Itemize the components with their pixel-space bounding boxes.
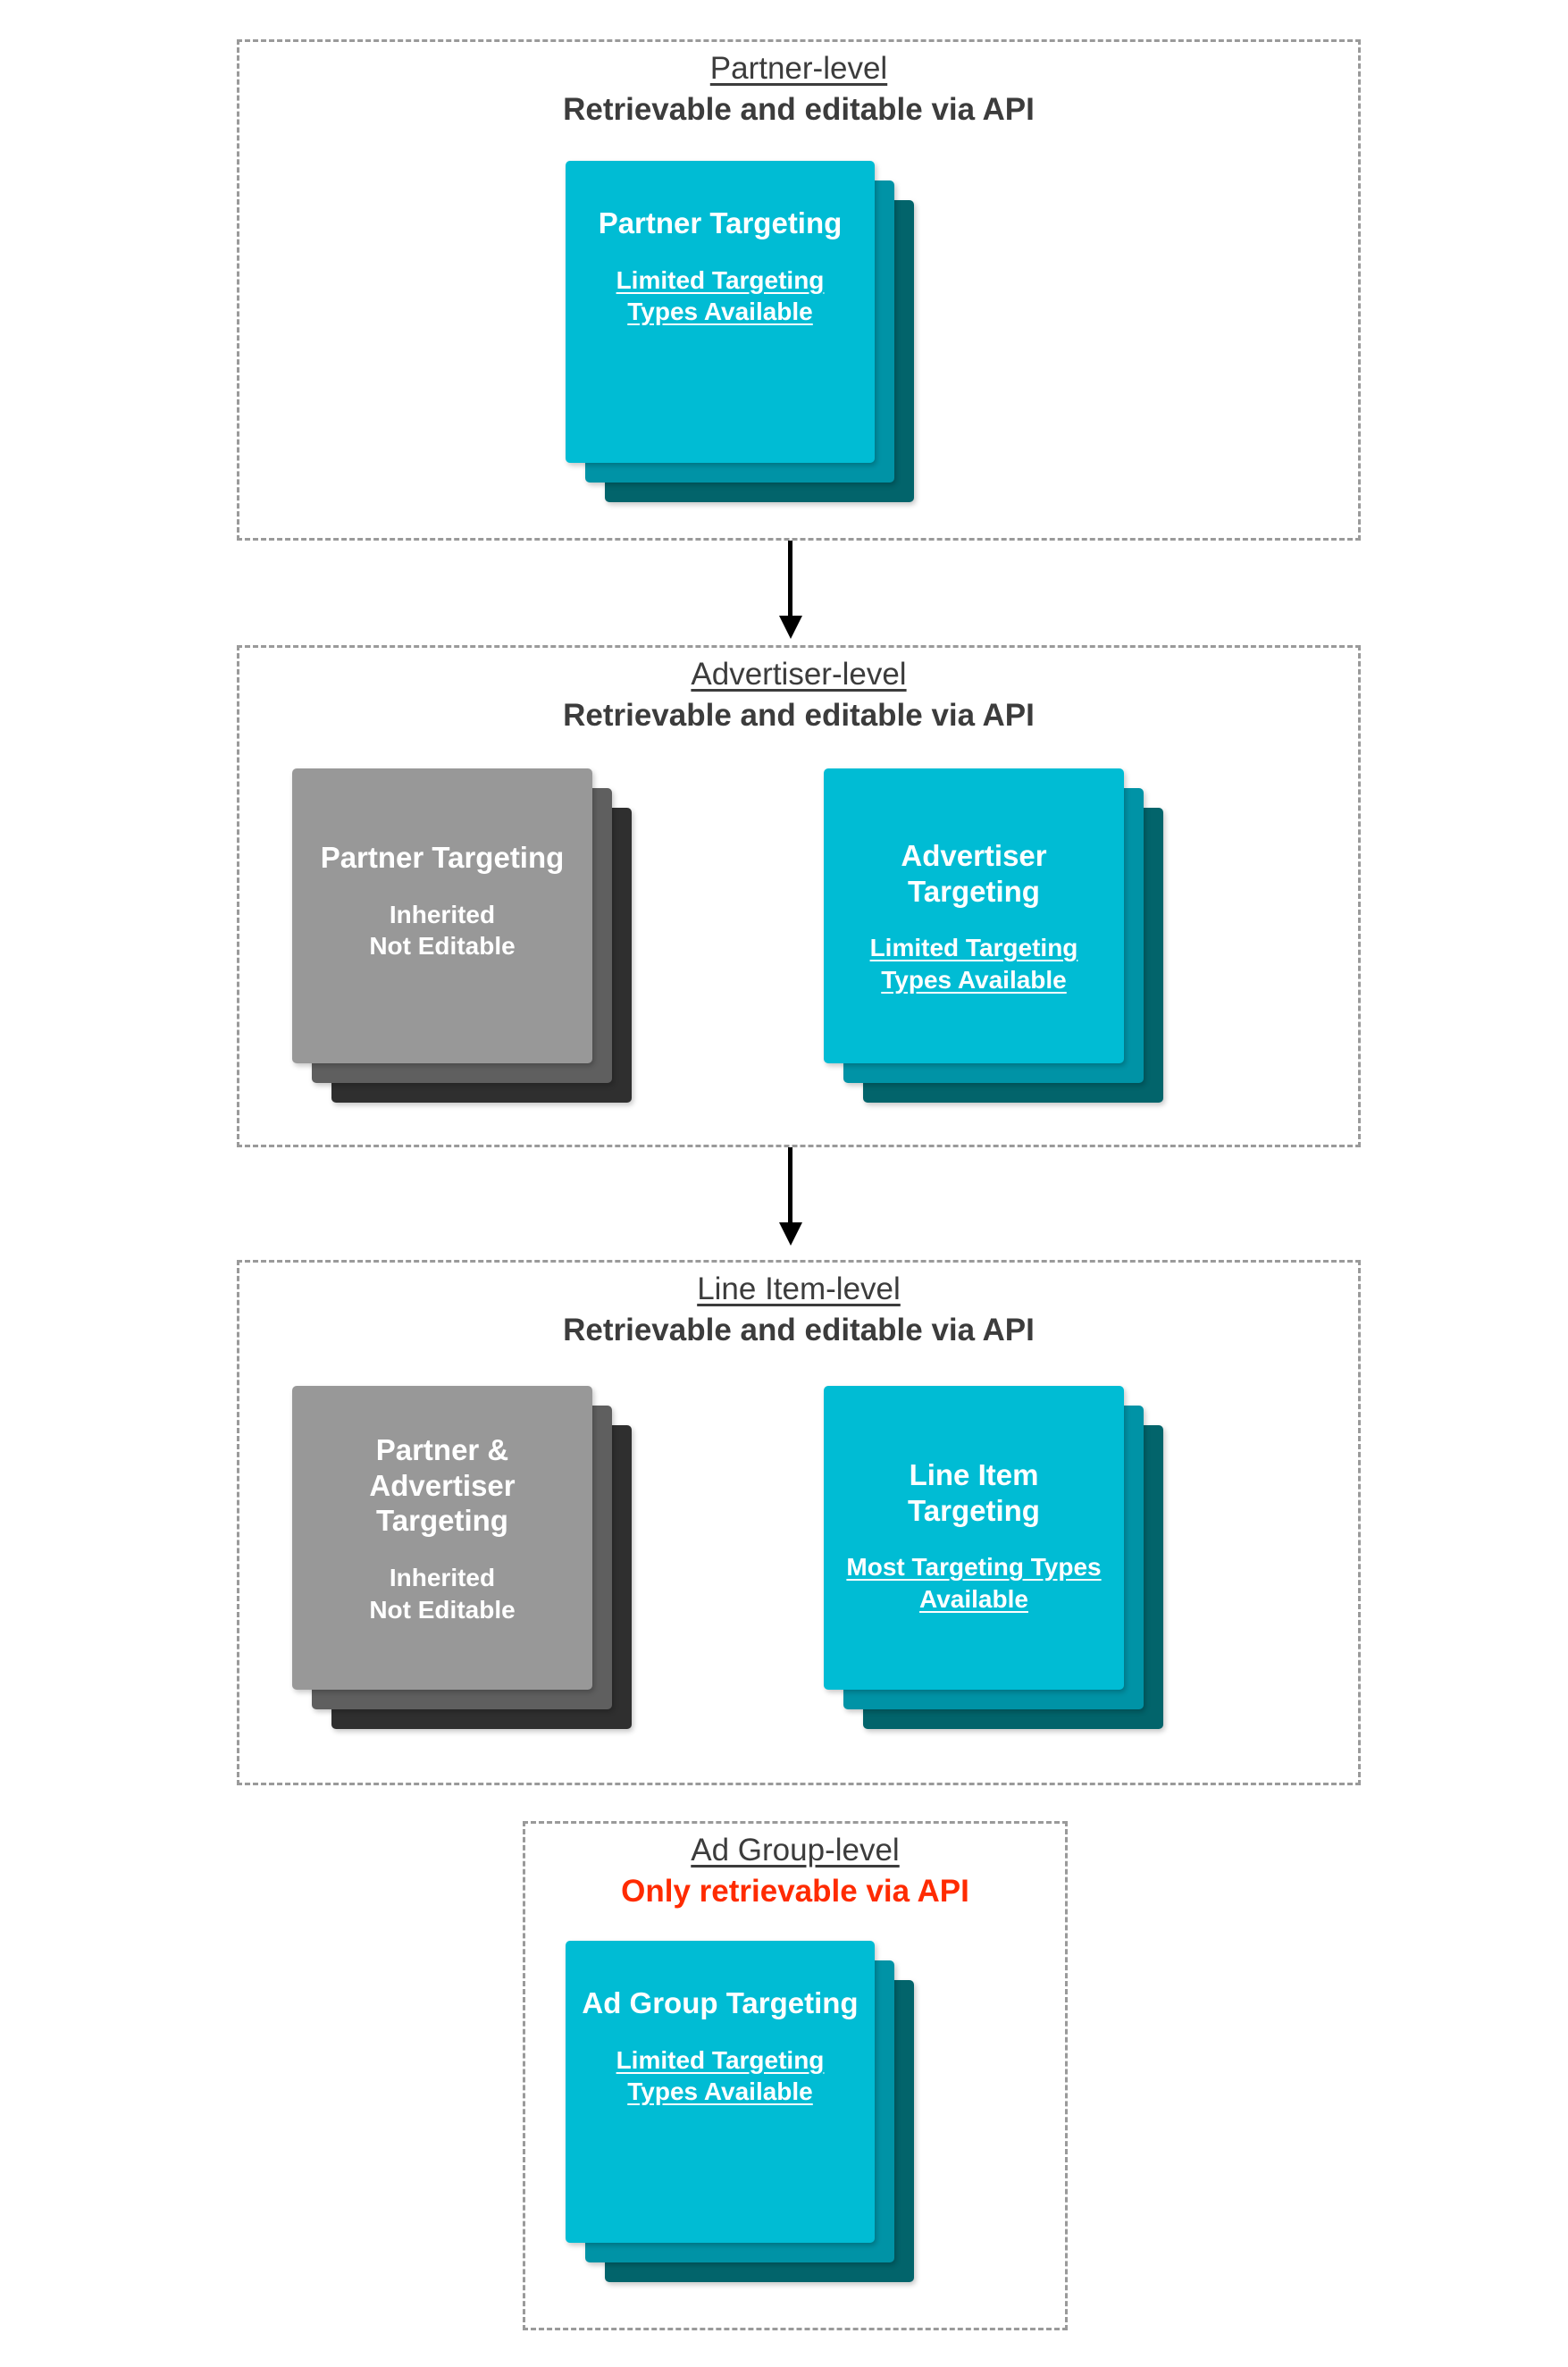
level-container-line-item [237, 1260, 1361, 1785]
arrow-shaft [788, 1147, 792, 1224]
level-container-partner [237, 39, 1361, 541]
level-name-partner: Partner-level [709, 51, 888, 86]
card-partner-targeting-inherited[interactable]: Partner Targeting Inherited Not Editable [292, 768, 592, 1063]
level-api-note-advertiser: Retrievable and editable via API [563, 698, 1035, 734]
level-name-ad-group: Ad Group-level [691, 1833, 900, 1868]
card-title: Line Item Targeting [908, 1458, 1040, 1527]
level-name-advertiser: Advertiser-level [691, 657, 907, 692]
card-subtitle: Inherited Not Editable [369, 900, 516, 961]
arrow-head [779, 616, 802, 639]
level-api-note-ad-group: Only retrievable via API [621, 1874, 969, 1910]
level-header-line-item: Line Item-level Retrievable and editable… [237, 1271, 1361, 1349]
arrow-head [779, 1222, 802, 1246]
card-ad-group-targeting[interactable]: Ad Group Targeting Limited Targeting Typ… [566, 1941, 875, 2243]
card-stack-advertiser-targeting: Advertiser Targeting Limited Targeting T… [824, 768, 1163, 1108]
arrow-advertiser-to-line-item [773, 1147, 809, 1246]
card-stack-line-item-targeting: Line Item Targeting Most Targeting Types… [824, 1386, 1163, 1743]
card-partner-targeting[interactable]: Partner Targeting Limited Targeting Type… [566, 161, 875, 463]
level-header-partner: Partner-level Retrievable and editable v… [237, 50, 1361, 129]
level-container-ad-group [523, 1821, 1068, 2330]
card-body: Partner Targeting Limited Targeting Type… [566, 206, 875, 328]
arrow-partner-to-advertiser [773, 541, 809, 639]
arrow-shaft [788, 541, 792, 617]
level-header-ad-group: Ad Group-level Only retrievable via API [523, 1832, 1068, 1910]
card-subtitle: Limited Targeting Types Available [616, 265, 825, 326]
card-partner-advertiser-targeting-inherited[interactable]: Partner & Advertiser Targeting Inherited… [292, 1386, 592, 1690]
card-body: Partner & Advertiser Targeting Inherited… [292, 1432, 592, 1625]
level-api-note-partner: Retrievable and editable via API [563, 92, 1035, 128]
card-title: Ad Group Targeting [582, 1986, 859, 2019]
card-body: Line Item Targeting Most Targeting Types… [824, 1457, 1124, 1616]
card-title: Partner Targeting [320, 841, 565, 874]
card-title: Partner Targeting [598, 206, 843, 239]
card-body: Ad Group Targeting Limited Targeting Typ… [566, 1985, 875, 2108]
card-stack-partner-targeting: Partner Targeting Limited Targeting Type… [566, 161, 914, 509]
card-subtitle: Most Targeting Types Available [846, 1553, 1102, 1614]
card-stack-line-item-inherited: Partner & Advertiser Targeting Inherited… [292, 1386, 632, 1743]
card-subtitle: Inherited Not Editable [369, 1563, 516, 1624]
level-name-line-item: Line Item-level [697, 1272, 901, 1306]
card-subtitle: Limited Targeting Types Available [869, 934, 1078, 995]
level-header-advertiser: Advertiser-level Retrievable and editabl… [237, 656, 1361, 734]
level-container-advertiser [237, 645, 1361, 1147]
card-body: Advertiser Targeting Limited Targeting T… [824, 838, 1124, 996]
card-subtitle: Limited Targeting Types Available [616, 2045, 825, 2106]
card-line-item-targeting[interactable]: Line Item Targeting Most Targeting Types… [824, 1386, 1124, 1690]
card-title: Partner & Advertiser Targeting [369, 1433, 516, 1538]
card-advertiser-targeting[interactable]: Advertiser Targeting Limited Targeting T… [824, 768, 1124, 1063]
card-body: Partner Targeting Inherited Not Editable [292, 840, 592, 962]
card-title: Advertiser Targeting [901, 839, 1047, 908]
level-api-note-line-item: Retrievable and editable via API [563, 1313, 1035, 1348]
card-stack-advertiser-partner-inherited: Partner Targeting Inherited Not Editable [292, 768, 632, 1108]
card-stack-ad-group-targeting: Ad Group Targeting Limited Targeting Typ… [566, 1941, 914, 2289]
